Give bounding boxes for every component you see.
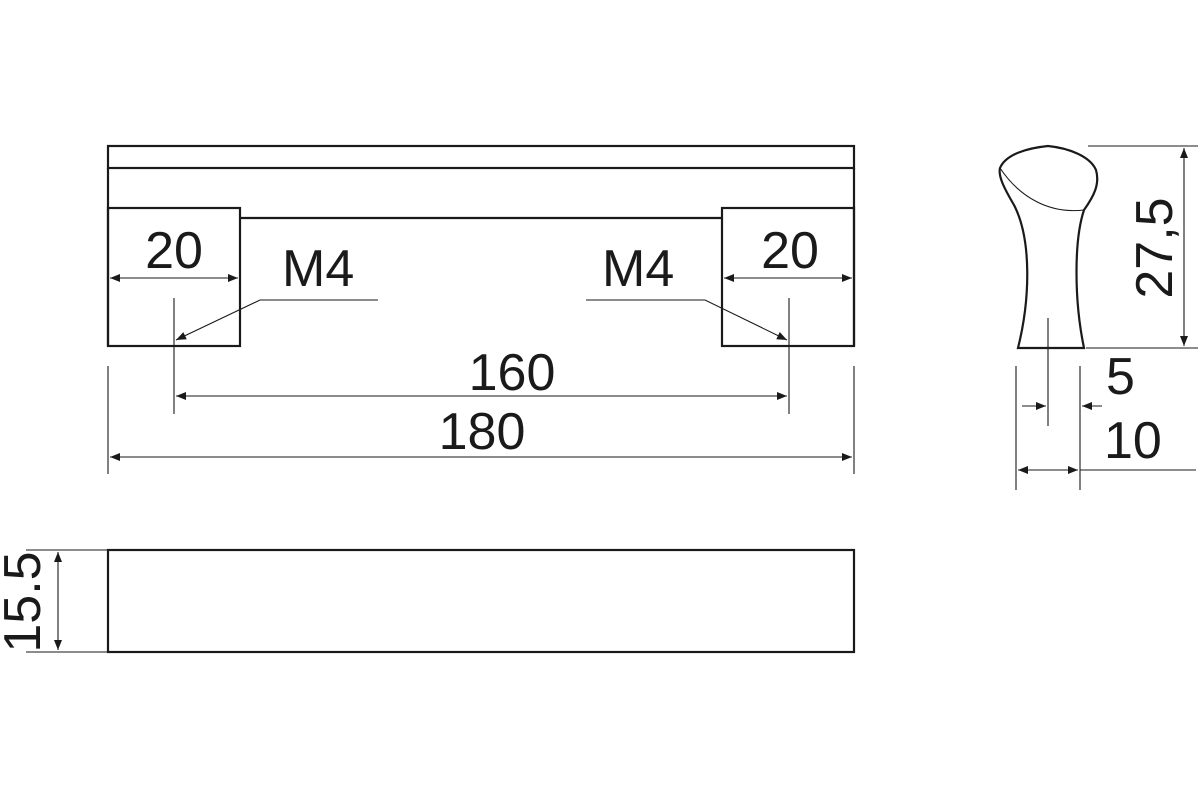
side-height-label: 27,5: [1126, 197, 1184, 298]
overall-length-label: 180: [439, 403, 526, 461]
thread-right-label: M4: [602, 240, 674, 298]
top-view: 15.5: [0, 548, 856, 654]
leader-m4-left: [175, 299, 378, 341]
handle-profile-ridge: [999, 167, 1085, 212]
leader-m4-right: [586, 299, 788, 341]
dim-right-width-label: 20: [761, 222, 819, 280]
side-view: 27,5 5 10: [998, 144, 1198, 490]
hole-spacing-label: 160: [469, 344, 556, 402]
thread-left-label: M4: [282, 240, 354, 298]
overall-width-label: 10: [1104, 412, 1162, 470]
base-width-label: 5: [1106, 348, 1135, 406]
handle-top-bar: [106, 144, 856, 170]
dim-left-width-label: 20: [145, 222, 203, 280]
handle-profile: [998, 144, 1099, 350]
handle-top-view-outline: [106, 548, 856, 654]
front-view: 20 20 M4 M4 160 180: [106, 144, 856, 474]
right-leg: [720, 206, 856, 348]
thickness-label: 15.5: [0, 551, 52, 652]
